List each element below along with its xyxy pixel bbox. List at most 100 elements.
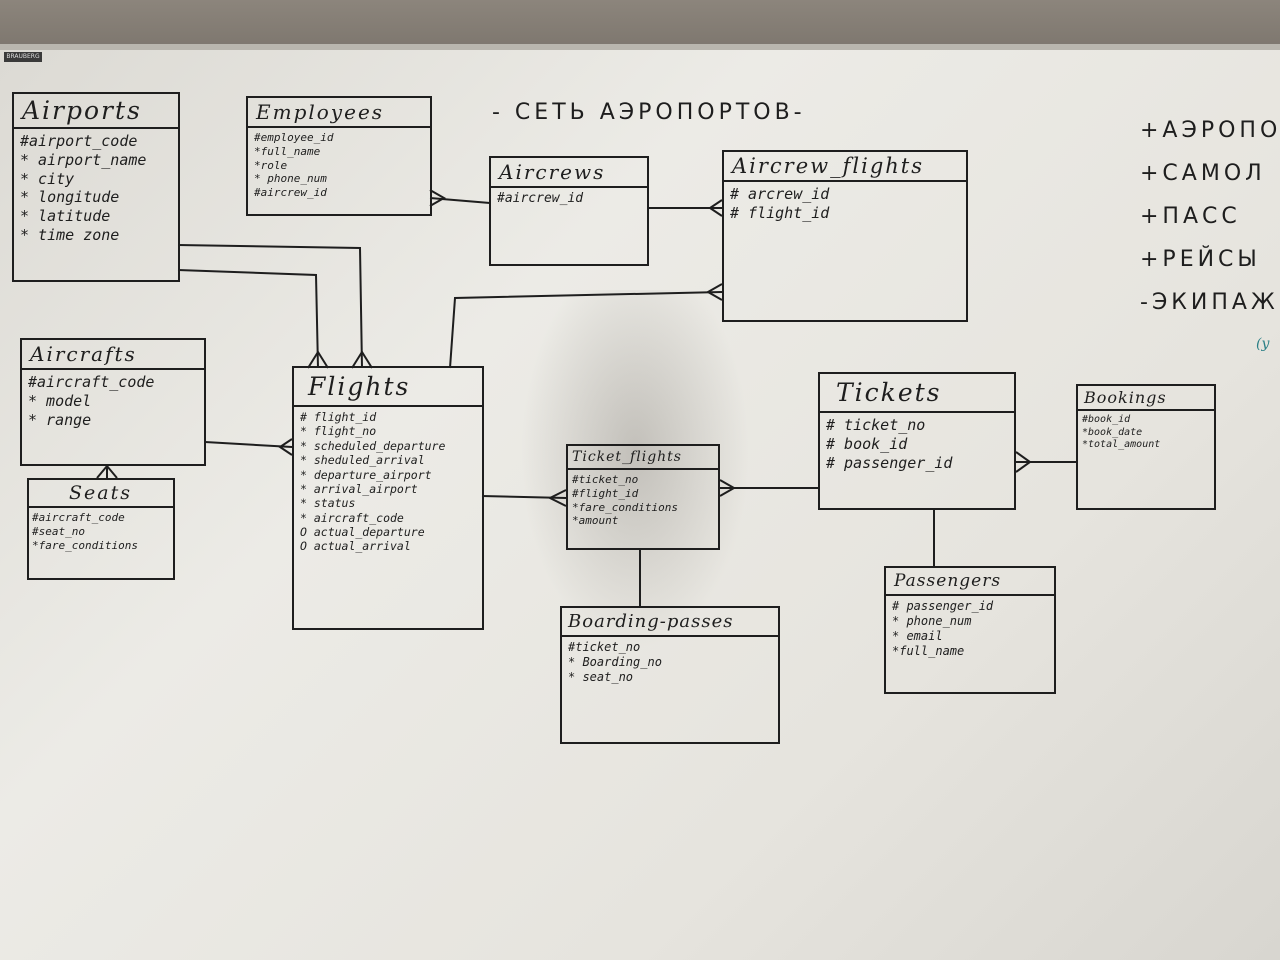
attribute: #aircraft_code [32, 511, 125, 524]
aircrewflights-crowfoot-2 [705, 283, 723, 301]
attribute: O actual_arrival [300, 539, 411, 554]
entity-ticket-flights-attributes: #ticket_no #flight_id *fare_conditions *… [568, 470, 718, 531]
entity-aircrew-flights-title: Aircrew_flights [724, 152, 966, 182]
airports-flights-crowfoot-2 [307, 350, 329, 369]
entity-aircrews: Aircrews #aircrew_id [489, 156, 649, 266]
attribute: # passenger_id [892, 599, 994, 613]
entity-airports-attributes: #airport_code * airport_name * city * lo… [14, 129, 178, 248]
attribute: # passenger_id [826, 453, 953, 472]
attribute: #seat_no [32, 524, 85, 538]
entity-aircrew-flights: Aircrew_flights # arcrew_id # flight_id [722, 150, 968, 322]
side-notes-list: +АЭРОПО +САМОЛ +ПАСС +РЕЙСЫ -ЭКИПАЖ [1140, 118, 1280, 333]
attribute: # book_id [826, 434, 908, 453]
attribute: * airport_name [20, 150, 147, 169]
board-brand-label: BRAUBERG [4, 52, 42, 62]
entity-seats-attributes: #aircraft_code #seat_no *fare_conditions [29, 508, 173, 555]
entity-ticket-flights-title: Ticket_flights [568, 446, 718, 470]
attribute: #airport_code [20, 132, 138, 150]
attribute: #aircraft_code [28, 373, 155, 391]
attribute: *fare_conditions [572, 500, 678, 514]
attribute: * scheduled_departure [300, 438, 446, 453]
attribute: * longitude [20, 188, 120, 207]
entity-employees: Employees #employee_id *full_name *role … [246, 96, 432, 216]
attribute: #ticket_no [572, 473, 639, 486]
entity-airports-title: Airports [14, 94, 178, 129]
entity-employees-attributes: #employee_id *full_name *role * phone_nu… [248, 128, 430, 203]
attribute: * phone_num [254, 172, 327, 186]
ticketflights-crowfoot-2 [719, 479, 737, 497]
attribute: * latitude [20, 207, 111, 225]
entity-bookings-attributes: #book_id *book_date *total_amount [1078, 411, 1214, 455]
entity-seats-title: Seats [29, 480, 173, 508]
aircrewflights-crowfoot-1 [708, 199, 723, 217]
attribute: *role [254, 158, 288, 172]
attribute: *amount [572, 514, 619, 528]
entity-boarding-passes-title: Boarding-passes [562, 608, 778, 637]
attribute: # flight_id [300, 410, 377, 424]
side-note-item: -ЭКИПАЖ [1140, 290, 1279, 315]
entity-airports: Airports #airport_code * airport_name * … [12, 92, 180, 282]
entity-seats: Seats #aircraft_code #seat_no *fare_cond… [27, 478, 175, 580]
attribute: #ticket_no [568, 640, 641, 654]
flights-crowfoot-aircrafts [278, 438, 293, 456]
entity-tickets: Tickets # ticket_no # book_id # passenge… [818, 372, 1016, 510]
entity-boarding-passes: Boarding-passes #ticket_no * Boarding_no… [560, 606, 780, 744]
attribute: #aircrew_id [497, 191, 584, 206]
attribute: #employee_id [254, 131, 334, 144]
attribute: * model [28, 391, 92, 410]
employees-aircrews-line [429, 197, 491, 204]
attribute: * phone_num [892, 614, 972, 628]
entity-passengers-attributes: # passenger_id * phone_num * email *full… [886, 596, 1054, 662]
attribute: * departure_airport [300, 467, 432, 482]
attribute: *fare_conditions [32, 538, 138, 552]
aircrafts-flights-line [204, 441, 293, 448]
tickets-crowfoot [1015, 451, 1032, 473]
entity-flights-title: Flights [294, 368, 482, 407]
entity-passengers: Passengers # passenger_id * phone_num * … [884, 566, 1056, 694]
airports-flights-crowfoot-1 [351, 350, 373, 369]
ticketflights-crowfoot-1 [547, 489, 567, 507]
entity-aircrafts: Aircrafts #aircraft_code * model * range [20, 338, 206, 466]
entity-ticket-flights: Ticket_flights #ticket_no #flight_id *fa… [566, 444, 720, 550]
employees-crowfoot [429, 189, 447, 207]
entity-aircrew-flights-attributes: # arcrew_id # flight_id [724, 182, 966, 226]
side-note-item: +ПАСС [1140, 204, 1241, 229]
entity-aircrews-title: Aircrews [491, 158, 647, 188]
attribute: * city [20, 169, 75, 188]
flights-aircrewflights-line [449, 291, 723, 369]
attribute: *book_date [1082, 426, 1143, 438]
entity-flights-attributes: # flight_id * flight_no * scheduled_depa… [294, 407, 482, 557]
attribute: * flight_no [300, 424, 377, 439]
attribute: * arrival_airport [300, 481, 418, 496]
entity-aircrafts-attributes: #aircraft_code * model * range [22, 370, 204, 432]
attribute: #book_id [1082, 414, 1131, 425]
attribute: * time zone [20, 225, 120, 244]
attribute: # flight_id [730, 203, 830, 222]
attribute: * status [300, 496, 356, 511]
entity-passengers-title: Passengers [886, 568, 1054, 596]
attribute: # ticket_no [826, 416, 926, 434]
attribute: * range [28, 410, 92, 429]
attribute: * email [892, 629, 943, 643]
board-heading: - СЕТЬ АЭРОПОРТОВ- [492, 100, 806, 125]
attribute: #aircrew_id [254, 186, 327, 199]
attribute: * aircraft_code [300, 510, 404, 525]
attribute: *full_name [254, 144, 321, 158]
side-note-item: +РЕЙСЫ [1140, 247, 1261, 272]
entity-tickets-attributes: # ticket_no # book_id # passenger_id [820, 413, 1014, 475]
whiteboard [0, 44, 1280, 960]
attribute: # arcrew_id [730, 185, 830, 203]
attribute: * Boarding_no [568, 655, 662, 669]
seats-crowfoot [96, 464, 118, 479]
attribute: * seat_no [568, 670, 634, 684]
attribute: * sheduled_arrival [300, 453, 425, 468]
entity-flights: Flights # flight_id * flight_no * schedu… [292, 366, 484, 630]
entity-tickets-title: Tickets [820, 374, 1014, 413]
attribute: *total_amount [1082, 439, 1161, 450]
entity-aircrews-attributes: #aircrew_id [491, 188, 647, 210]
entity-employees-title: Employees [248, 98, 430, 128]
entity-boarding-passes-attributes: #ticket_no * Boarding_no * seat_no [562, 637, 778, 688]
photographer-shadow [520, 290, 750, 650]
airports-flights-line-2 [177, 269, 319, 369]
